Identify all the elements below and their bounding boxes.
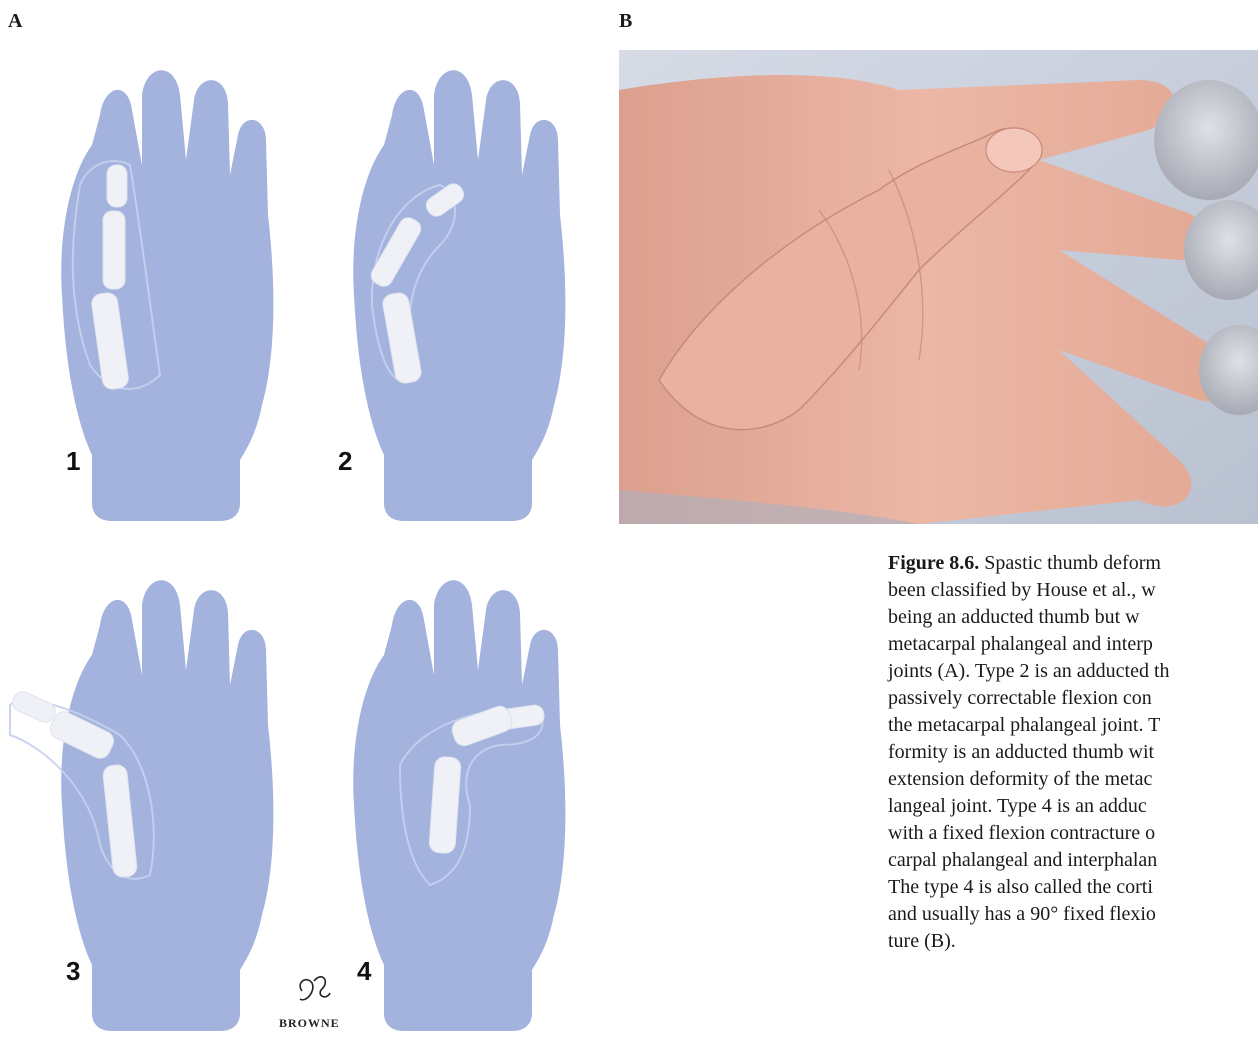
signature-text: BROWNE [279, 1016, 340, 1030]
caption-line: ture (B). [888, 928, 1258, 955]
thumb-deformity-illustration: 1 2 3 4 BROWNE [0, 45, 586, 1038]
panel-a-label: A [8, 10, 22, 33]
caption-line: carpal phalangeal and interphalan [888, 847, 1258, 874]
figure-label: Figure 8.6. [888, 552, 979, 574]
caption-line: langeal joint. Type 4 is an adduc [888, 793, 1258, 820]
caption-line: extension deformity of the metac [888, 766, 1258, 793]
caption-line: with a fixed flexion contracture o [888, 820, 1258, 847]
type-2-label: 2 [338, 446, 352, 476]
type-4-label: 4 [357, 956, 372, 986]
caption-line: been classified by House et al., w [888, 577, 1258, 604]
type-1-label: 1 [66, 446, 80, 476]
clinical-hand-photo [619, 50, 1258, 524]
caption-line: formity is an adducted thumb wit [888, 739, 1258, 766]
hand-type-1: 1 [61, 70, 273, 521]
hand-type-4: 4 [353, 580, 565, 1031]
type-3-label: 3 [66, 956, 80, 986]
caption-line: the metacarpal phalangeal joint. T [888, 712, 1258, 739]
caption-line: metacarpal phalangeal and interp [888, 631, 1258, 658]
caption-line: joints (A). Type 2 is an adducted th [888, 658, 1258, 685]
hand-type-2: 2 [338, 70, 565, 521]
panel-b-label: B [619, 10, 632, 33]
caption-line: passively correctable flexion con [888, 685, 1258, 712]
browne-signature: BROWNE [279, 977, 340, 1030]
hand-type-3: 3 [10, 580, 274, 1031]
caption-line: Spastic thumb deform [979, 552, 1161, 574]
caption-line: The type 4 is also called the corti [888, 874, 1258, 901]
caption-line: being an adducted thumb but w [888, 604, 1258, 631]
figure-caption: Figure 8.6. Spastic thumb deform been cl… [888, 550, 1258, 955]
caption-line: and usually has a 90° fixed flexio [888, 901, 1258, 928]
